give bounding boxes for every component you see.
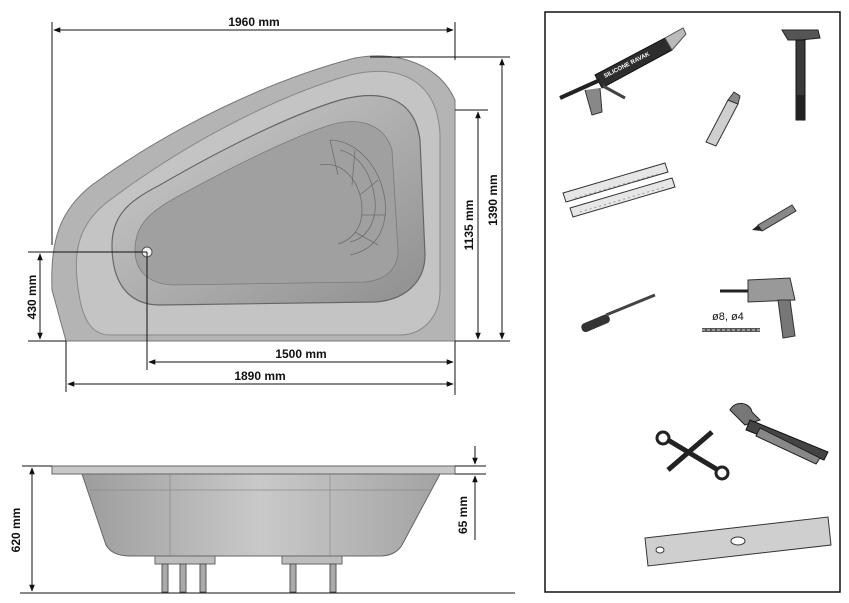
side-shell [81,473,441,557]
dim-label-65: 65 mm [456,496,470,534]
pencil-icon [752,204,797,232]
pipe-wrench-icon [729,403,829,465]
dim-label-620: 620 mm [9,508,23,553]
dim-label-1390: 1390 mm [486,174,500,225]
plan-dimensions [28,22,510,395]
drill-bits-label: ø8, ø4 [712,311,744,323]
bathtub-floor [134,121,399,286]
headrest-pattern [319,139,386,256]
dim-label-1500: 1500 mm [275,347,326,361]
spirit-level-icon [644,516,832,567]
bathtub-side-view [20,465,515,594]
side-rim [51,465,456,475]
dim-label-1960: 1960 mm [228,15,279,29]
folding-rule-icon [562,162,676,218]
utility-knife-icon [705,91,741,147]
side-dimensions [22,446,486,592]
electric-drill-icon [720,277,796,339]
combination-wrench-icon [655,430,730,481]
screwdriver-icon [581,293,656,333]
dim-label-1890: 1890 mm [234,369,285,383]
bathtub-plan-view [51,55,456,342]
dim-label-1135: 1135 mm [462,200,476,251]
leg-frame-left [154,555,216,565]
leg-frame-right [281,555,343,565]
adjustable-legs [161,563,337,593]
dim-label-430: 430 mm [25,275,39,320]
hammer-icon [781,29,821,121]
